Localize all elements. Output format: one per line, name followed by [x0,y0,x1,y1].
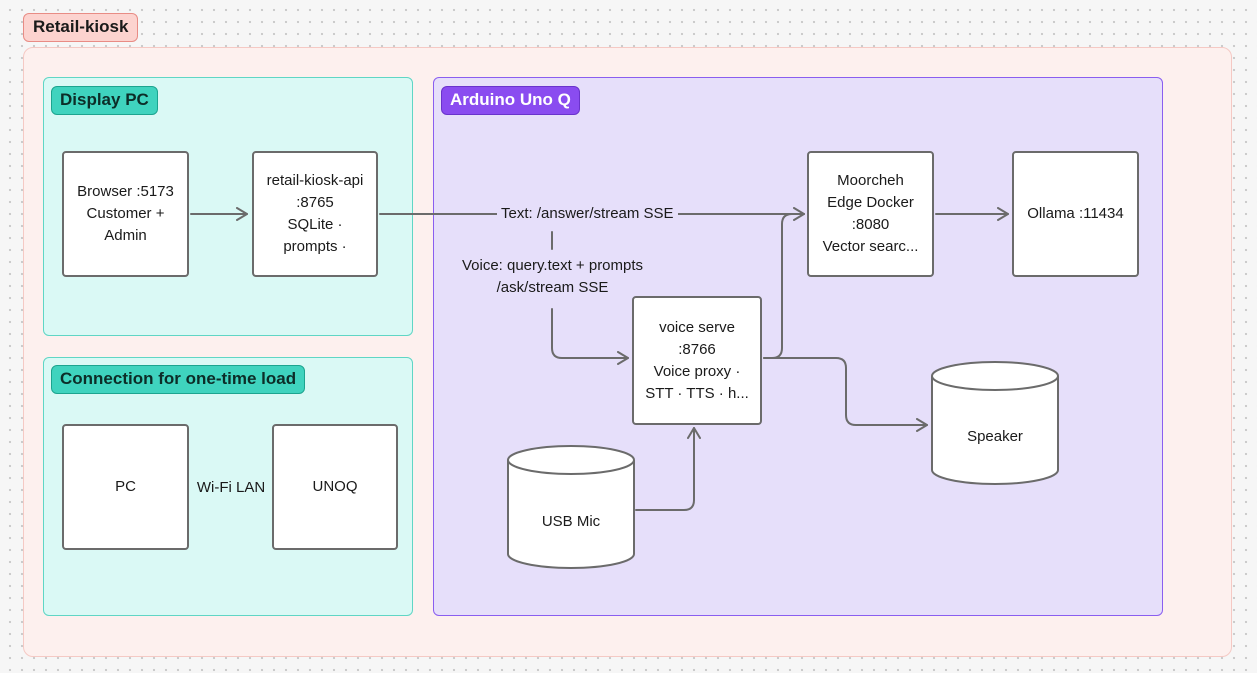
api-node-text: retail-kiosk-api :8765 SQLite · prompts … [266,172,364,255]
connection-label[interactable]: Connection for one-time load [51,365,306,394]
usb-mic-node[interactable]: USB Mic [506,444,636,570]
voice-edge-label: Voice: query.text + prompts /ask/stream … [450,255,655,299]
unoq-node[interactable]: UNOQ [272,424,398,550]
edge-voice-moorcheh [763,213,805,359]
edge-mic-voice [635,427,701,511]
voice-edge-label-line1: Voice: query.text + prompts [461,257,644,274]
wifi-lan-label: Wi-Fi LAN [196,479,266,496]
edge-voice-to-serve [551,308,629,365]
usb-mic-cylinder-shape [507,445,635,569]
text-edge-label: Text: /answer/stream SSE [497,203,678,225]
voice-serve-node-text: voice serve :8766 Voice proxy · STT · TT… [645,318,749,402]
pc-node-text: PC [115,478,136,495]
speaker-cylinder-shape [931,361,1059,485]
ollama-node[interactable]: Ollama :11434 [1012,151,1139,277]
usb-mic-node-text: USB Mic [541,513,601,530]
moorcheh-node[interactable]: Moorcheh Edge Docker :8080 Vector searc.… [807,151,934,277]
moorcheh-node-text: Moorcheh Edge Docker :8080 Vector searc.… [822,172,919,255]
frame-label[interactable]: Retail-kiosk [23,13,139,42]
browser-node-text: Browser :5173 Customer + Admin [77,183,174,244]
browser-node[interactable]: Browser :5173 Customer + Admin [62,151,189,277]
api-node[interactable]: retail-kiosk-api :8765 SQLite · prompts … [252,151,378,277]
ollama-node-text: Ollama :11434 [1027,205,1124,222]
pc-node[interactable]: PC [62,424,189,550]
arduino-label[interactable]: Arduino Uno Q [441,86,580,115]
voice-edge-label-line2: /ask/stream SSE [496,279,609,296]
edge-voice-speaker [763,357,928,432]
voice-serve-node[interactable]: voice serve :8766 Voice proxy · STT · TT… [632,296,762,425]
display-pc-label[interactable]: Display PC [51,86,158,115]
speaker-node[interactable]: Speaker [930,360,1060,486]
unoq-node-text: UNOQ [312,478,358,495]
speaker-node-text: Speaker [967,428,1023,445]
